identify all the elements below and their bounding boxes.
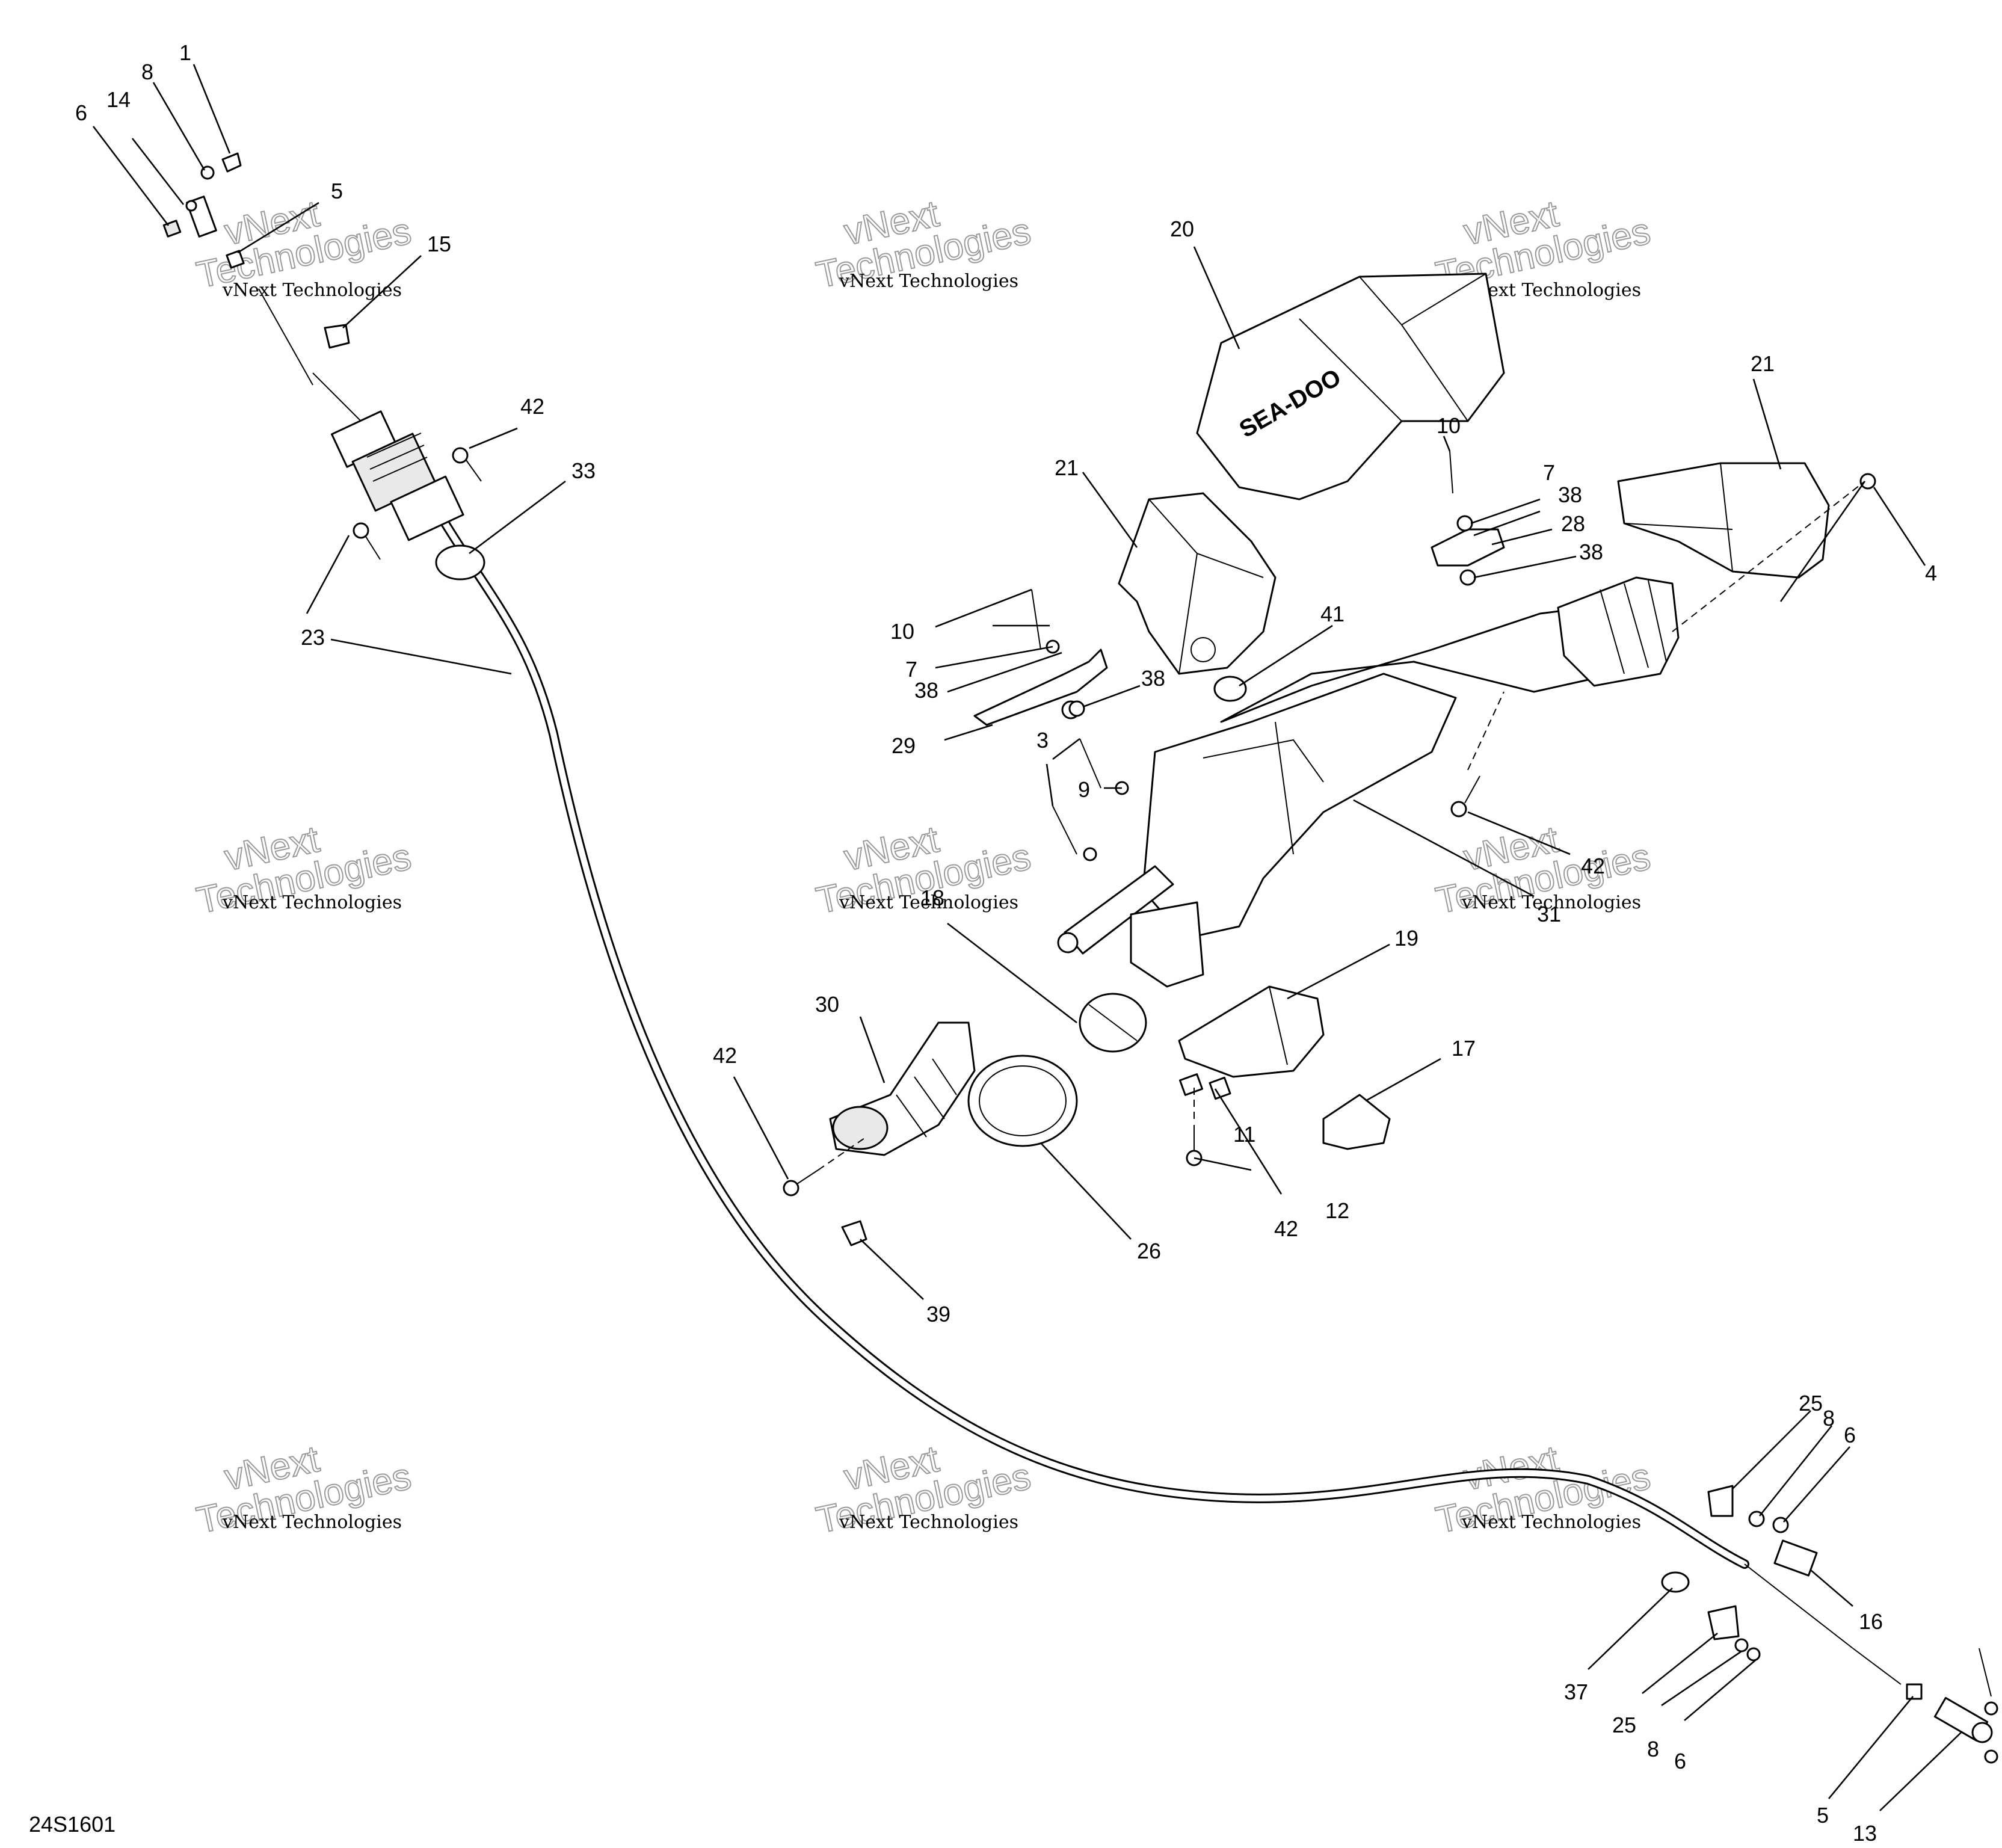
callout-7: 7 [1543,460,1555,485]
screw-42-right [1450,775,1480,818]
callout-labels: 1 8 6 14 5 15 42 33 23 20 21 21 10 7 38 … [75,40,1937,1846]
watermark-text: vNext Technologies [222,1512,402,1533]
callout-28: 28 [1561,511,1585,536]
callout-5: 5 [331,179,343,203]
small-parts-top-left [162,152,350,349]
callout-21: 21 [1751,351,1775,376]
callout-1: 1 [179,40,191,65]
callout-14: 14 [106,87,131,112]
bracket-17 [1322,1094,1391,1150]
callout-4: 4 [1925,561,1937,585]
callout-38: 38 [914,678,938,703]
callout-8: 8 [1647,1737,1659,1761]
watermark-text: vNext Technologies [222,280,402,301]
callout-41: 41 [1320,602,1344,626]
bracket-19 [1178,985,1325,1078]
callout-10: 10 [1437,413,1461,438]
callout-42: 42 [1274,1216,1298,1241]
handlebar-assembly-31 [1057,576,1680,988]
callout-9: 9 [1078,777,1090,802]
clamp-18 [1079,993,1147,1053]
cable-fitting-upper [331,410,464,541]
callout-38: 38 [1141,666,1165,691]
callout-18: 18 [920,886,944,910]
watermark-text: vNext Technologies [1461,1512,1641,1533]
callout-20: 20 [1170,217,1194,241]
callout-5: 5 [1817,1803,1829,1828]
side-cover-21-left [1118,492,1277,675]
center-cover-20: SEA-DOO [1196,273,1505,500]
ring-41 [1213,676,1247,702]
lever-28 [1431,528,1505,567]
callout-33: 33 [571,458,596,483]
callout-42: 42 [520,394,544,419]
screw-42-upper [353,447,482,560]
callout-38: 38 [1558,482,1582,507]
watermark-text: vNext Technologies [222,892,402,913]
callout-3: 3 [1036,728,1049,753]
side-cover-21-right [1617,462,1830,579]
callout-25: 25 [1799,1391,1823,1415]
callout-17: 17 [1452,1036,1476,1061]
ring-33 [435,544,485,581]
throttle-cable [258,288,1902,1685]
callout-39: 39 [926,1302,950,1326]
callout-8: 8 [1823,1406,1835,1431]
callout-31: 31 [1537,902,1561,926]
callout-26: 26 [1137,1239,1161,1263]
callout-16: 16 [1859,1609,1883,1634]
callout-15: 15 [427,232,451,256]
watermark-text: vNext Technologies [1461,280,1641,301]
callout-37: 37 [1564,1680,1588,1704]
callout-25: 25 [1612,1713,1636,1737]
diagram-code: 24S1601 [29,1812,116,1837]
small-parts-lower-right [1661,1485,1998,1764]
screw-42-left [783,1169,819,1197]
callout-10: 10 [890,619,914,644]
watermark-group: vNext Technologies vNext Technologies vN… [192,192,1654,1542]
grip-30 [829,1021,976,1156]
callout-23: 23 [301,625,325,650]
callout-21: 21 [1055,455,1079,480]
clips-11 [1178,1073,1231,1100]
watermark-text: vNext Technologies [839,271,1018,292]
callout-30: 30 [815,992,839,1017]
callout-13: 13 [1853,1821,1877,1846]
ring-26 [967,1055,1078,1147]
callout-42: 42 [713,1043,737,1068]
dashed-connection-lines [818,481,1865,1171]
callout-12: 12 [1325,1198,1349,1223]
watermark-text: vNext Technologies [839,1512,1018,1533]
watermark-text: vNext Technologies [839,892,1018,913]
watermark-text: vNext Technologies [1461,892,1641,913]
callout-7: 7 [905,657,917,682]
callout-42: 42 [1581,854,1605,878]
callout-6: 6 [1844,1423,1856,1447]
callout-6: 6 [1674,1749,1686,1773]
callout-6: 6 [75,100,87,125]
callout-19: 19 [1394,926,1418,950]
callout-11: 11 [1233,1122,1255,1147]
callout-29: 29 [892,733,916,758]
lever-29 [973,648,1108,726]
callout-8: 8 [141,60,153,84]
callout-38: 38 [1579,540,1603,564]
leader-lines [92,64,1962,1811]
